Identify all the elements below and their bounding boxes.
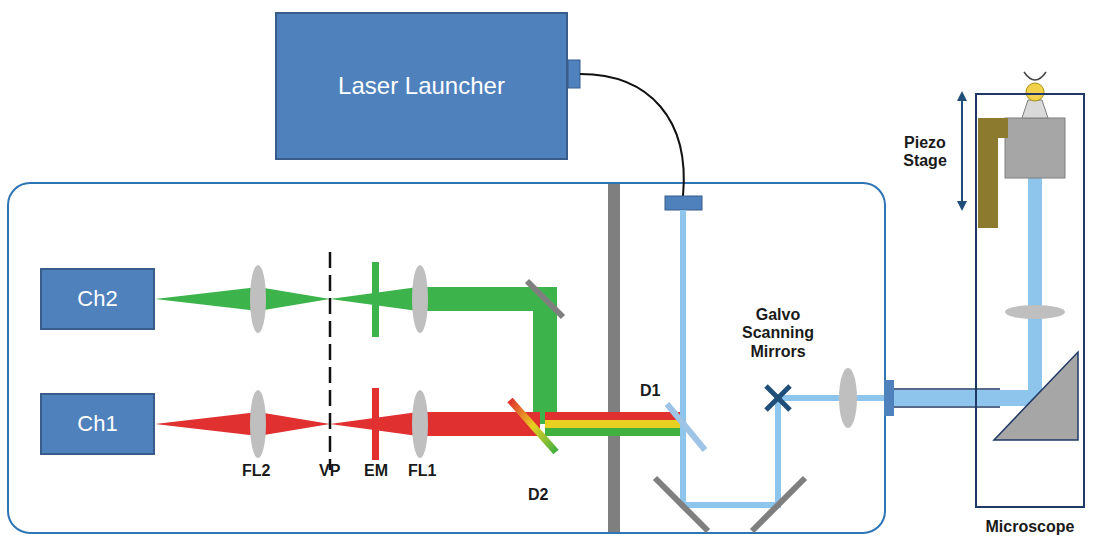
- combined-beam: [545, 412, 685, 420]
- sample-holder: [1024, 72, 1046, 80]
- fiber-connector: [568, 60, 580, 88]
- wall: [608, 184, 620, 532]
- enclosure: [8, 183, 885, 533]
- fiber-port: [665, 196, 702, 210]
- mirror: [655, 478, 708, 531]
- part-label: VP: [319, 462, 340, 480]
- microscope-beam: [1028, 178, 1042, 400]
- motion-arrow: [961, 96, 963, 206]
- excitation-beam: [683, 210, 885, 505]
- detector-box: Ch1: [40, 393, 155, 455]
- mirror: [527, 281, 563, 317]
- scan-lens: [839, 368, 857, 428]
- part-label: D2: [528, 486, 548, 504]
- green-beam: [533, 299, 557, 424]
- tube-lens: [1005, 305, 1065, 319]
- emission-filter: [372, 388, 379, 460]
- emission-filter: [372, 262, 379, 337]
- dichroic-mirror: [667, 404, 705, 450]
- part-label: EM: [364, 462, 388, 480]
- prism: [994, 352, 1078, 440]
- relay-beam: [894, 390, 1034, 406]
- red-beam: [155, 412, 540, 436]
- combined-beam: [545, 420, 685, 428]
- detector-box: Ch2: [40, 268, 155, 330]
- relay-tube: [894, 388, 1000, 390]
- microscope-title: Microscope: [986, 518, 1075, 536]
- pinhole: [329, 252, 332, 470]
- mirror: [752, 478, 805, 531]
- objective-tip: [1022, 100, 1048, 118]
- galvo-mirror: [766, 386, 790, 410]
- part-label: Piezo Stage: [896, 134, 954, 171]
- lens: [412, 265, 428, 333]
- green-beam: [155, 287, 557, 311]
- dichroic-mirror: [510, 400, 556, 452]
- relay-tube: [894, 406, 1000, 408]
- output-port: [884, 380, 894, 416]
- sample: [1026, 83, 1044, 101]
- part-label: Galvo Scanning Mirrors: [730, 306, 826, 361]
- piezo-stage: [978, 118, 1008, 228]
- part-label: D1: [640, 382, 660, 400]
- galvo-mirror: [766, 386, 790, 410]
- lens: [412, 390, 428, 458]
- part-label: FL1: [408, 462, 436, 480]
- box-label: Laser Launcher: [338, 72, 505, 100]
- box-label: Ch2: [77, 286, 117, 312]
- box-label: Ch1: [77, 411, 117, 437]
- laser-box: Laser Launcher: [275, 12, 568, 160]
- microscope-box: Microscope: [975, 93, 1085, 508]
- optical-fiber: [580, 74, 684, 196]
- lens: [250, 390, 266, 458]
- objective: [1005, 118, 1065, 178]
- combined-beam: [545, 428, 685, 436]
- lens: [250, 265, 266, 333]
- part-label: FL2: [242, 462, 270, 480]
